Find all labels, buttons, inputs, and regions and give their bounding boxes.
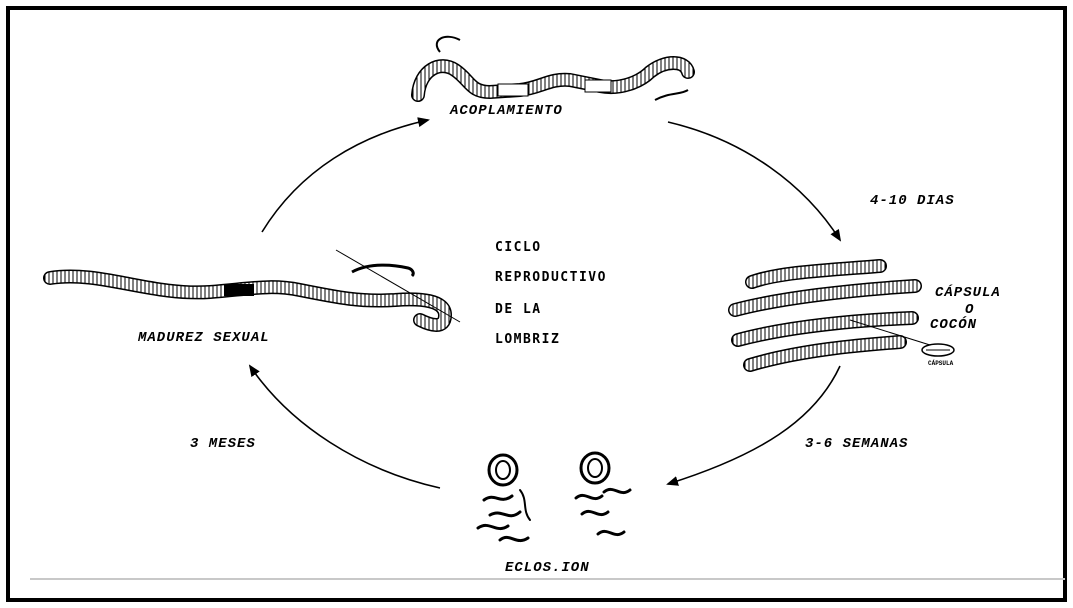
cycle-title-line4: LOMBRIZ — [495, 332, 560, 347]
stage-label-cocoon: COCÓN — [930, 317, 977, 333]
duration-label-days: 4-10 DIAS — [870, 193, 955, 209]
cycle-title-line2: REPRODUCTIVO — [495, 270, 607, 285]
cycle-arrow-icon — [250, 366, 440, 488]
cycle-arrow-icon — [262, 120, 428, 232]
stage-label-hatching: ECLOS.ION — [505, 560, 590, 576]
hatching-cocoons-icon — [478, 453, 630, 541]
cycle-title-line3: DE LA — [495, 302, 542, 317]
stage-label-mating: ACOPLAMIENTO — [450, 103, 563, 119]
duration-label-months: 3 MESES — [190, 436, 256, 452]
cycle-title-line1: CICLO — [495, 240, 542, 255]
mating-worms-icon — [418, 37, 688, 100]
stage-label-capsule-or: O — [965, 302, 974, 318]
capsule-small-label: CÁPSULA — [928, 360, 953, 367]
cycle-arrow-icon — [668, 366, 840, 484]
stage-label-maturity: MADUREZ SEXUAL — [138, 330, 270, 346]
duration-label-weeks: 3-6 SEMANAS — [805, 436, 908, 452]
stage-label-capsule: CÁPSULA — [935, 285, 1001, 301]
worms-with-cocoon-icon — [735, 266, 954, 365]
cycle-arrow-icon — [668, 122, 840, 240]
mature-worm-icon — [50, 250, 460, 325]
